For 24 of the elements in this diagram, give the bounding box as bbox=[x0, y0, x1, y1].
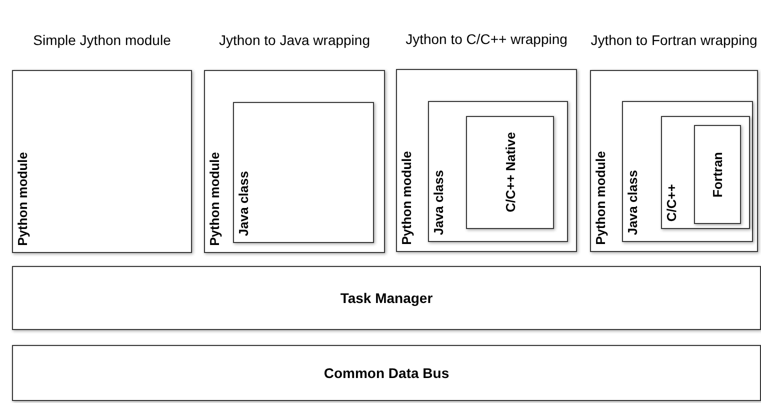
box-label: Fortran bbox=[710, 152, 725, 198]
nested-box bbox=[233, 102, 374, 243]
bus-label: Task Manager bbox=[340, 288, 433, 308]
box-label: Python module bbox=[207, 152, 222, 246]
nested-box bbox=[694, 125, 741, 224]
box-label: Java class bbox=[431, 170, 446, 235]
column-heading: Simple Jython module bbox=[33, 32, 171, 48]
bus-label: Common Data Bus bbox=[324, 364, 450, 382]
column-heading: Jython to C/C++ wrapping bbox=[406, 30, 568, 48]
nested-box bbox=[661, 116, 750, 229]
layer-bar bbox=[12, 345, 761, 401]
box-label: C/C++ Native bbox=[502, 132, 518, 213]
column-heading: Jython to Fortran wrapping bbox=[590, 32, 758, 48]
box-label: Python module bbox=[15, 152, 30, 246]
box-label: Python module bbox=[399, 151, 414, 245]
nested-box bbox=[622, 101, 753, 242]
nested-box bbox=[466, 116, 554, 229]
box-label: Python module bbox=[593, 151, 608, 245]
nested-box bbox=[428, 101, 568, 242]
box-label: Java class bbox=[236, 170, 251, 236]
box-label: Java class bbox=[625, 170, 640, 235]
box-label: C/C++ bbox=[664, 184, 679, 222]
column-heading: Jython to Java wrapping bbox=[219, 32, 370, 48]
layer-bar bbox=[12, 266, 761, 330]
